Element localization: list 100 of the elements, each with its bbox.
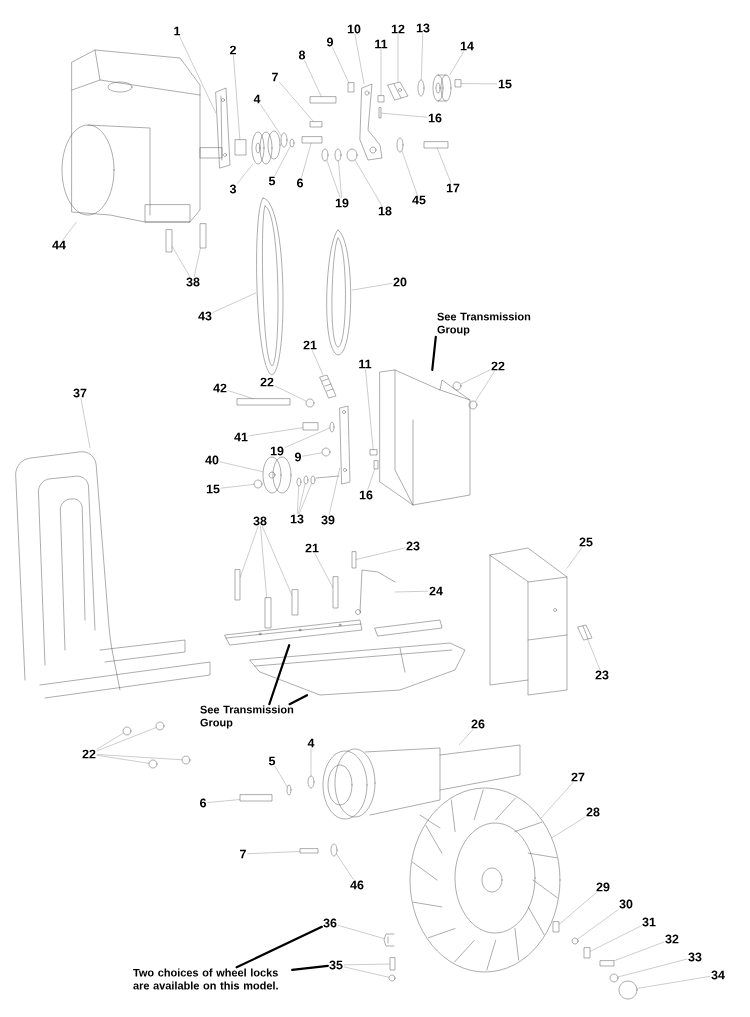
pin: [599, 960, 615, 967]
pin: [373, 460, 379, 470]
belt: [256, 197, 284, 376]
callout-number: 7: [272, 72, 278, 82]
leader-line: [288, 694, 309, 706]
leader-line: [354, 159, 382, 206]
leader-line: [329, 467, 340, 515]
callout-number: 7: [240, 849, 246, 859]
leader-line: [179, 36, 216, 114]
callout-number: 25: [579, 537, 593, 547]
callout-number: 36: [323, 918, 337, 928]
leader-line: [194, 248, 201, 277]
leader-line: [421, 33, 423, 81]
leader-line: [590, 925, 642, 952]
wheel-drawing: [409, 787, 561, 973]
leader-line: [284, 427, 331, 448]
frame-rail: [224, 619, 363, 646]
washer: [280, 132, 288, 148]
leader-line: [460, 369, 491, 385]
callout-number: 10: [347, 24, 361, 34]
callout-number: 14: [460, 41, 474, 51]
leader-line: [356, 547, 406, 560]
nut: [305, 398, 315, 408]
leader-line: [458, 729, 474, 745]
callout-number: 20: [393, 277, 407, 287]
leader-line: [314, 553, 333, 588]
pulley: [432, 74, 452, 102]
callout-number: 38: [186, 277, 200, 287]
leader-line: [302, 452, 323, 457]
leader-line: [613, 941, 665, 961]
belt: [326, 229, 351, 356]
leader-line: [275, 766, 288, 788]
callout-number: 5: [268, 176, 276, 186]
washer: [303, 475, 309, 485]
idler-arm: [359, 83, 383, 161]
leader-line: [567, 547, 583, 569]
callout-number: 15: [498, 79, 512, 89]
pin: [369, 449, 378, 456]
callout-number: 23: [406, 541, 420, 551]
leader-line: [279, 82, 314, 122]
leader-line: [352, 283, 393, 291]
callout-number: 12: [391, 24, 405, 34]
callout-number: 16: [428, 113, 442, 123]
callout-number: 21: [305, 543, 319, 553]
leader-line: [260, 104, 282, 137]
callout-number: 30: [619, 899, 633, 909]
frame-drawing: [249, 642, 466, 696]
nut: [347, 82, 355, 93]
leader-line: [207, 799, 240, 803]
leader-line: [299, 483, 312, 514]
leader-line: [559, 892, 597, 925]
nut: [321, 447, 331, 457]
leader-line: [237, 164, 253, 184]
bracket-plate: [215, 87, 231, 169]
note-text: Two choices of wheel locks are available on this model.: [133, 968, 278, 990]
bolt: [309, 96, 337, 104]
bushing: [346, 148, 358, 162]
callout-number: 4: [307, 738, 315, 748]
leader-line: [365, 369, 374, 450]
bolt: [389, 957, 396, 971]
leader-line: [274, 385, 307, 402]
callout-number: 2: [229, 45, 236, 55]
callout-number: 4: [253, 94, 261, 104]
leader-line: [298, 483, 306, 514]
leader-line: [62, 222, 77, 240]
callout-number: 42: [213, 383, 227, 393]
callout-number: 41: [234, 432, 248, 442]
callout-number: 11: [375, 39, 388, 49]
callout-number: 3: [229, 184, 236, 194]
leader-line: [577, 909, 619, 940]
callout-number: 35: [329, 960, 343, 970]
leader-line: [297, 486, 299, 514]
nut: [388, 974, 396, 982]
note-text: See Transmission Group: [437, 312, 531, 336]
clip: [383, 933, 395, 947]
callout-number: 33: [688, 952, 702, 962]
leader-line: [367, 469, 375, 490]
leader-line: [96, 732, 124, 750]
bolt: [302, 422, 319, 431]
callout-number: 31: [642, 917, 656, 927]
callout-number: 38: [253, 516, 267, 526]
leader-line: [268, 644, 291, 706]
leader-line: [212, 292, 256, 313]
leader-line: [291, 964, 329, 972]
callout-number: 26: [471, 719, 485, 729]
bracket: [339, 405, 351, 485]
engine-drawing: [61, 49, 223, 223]
leader-line: [227, 390, 254, 399]
leader-line: [461, 83, 498, 85]
callout-number: 8: [298, 50, 306, 60]
key: [309, 121, 323, 128]
callout-number: 28: [586, 807, 600, 817]
callout-number: 19: [270, 446, 284, 456]
cover-drawing: [489, 547, 568, 696]
spring: [332, 576, 339, 609]
nut: [148, 759, 158, 769]
callout-number: 9: [294, 452, 301, 462]
leader-line: [219, 461, 263, 472]
nut: [609, 973, 619, 983]
leader-line: [587, 640, 600, 670]
